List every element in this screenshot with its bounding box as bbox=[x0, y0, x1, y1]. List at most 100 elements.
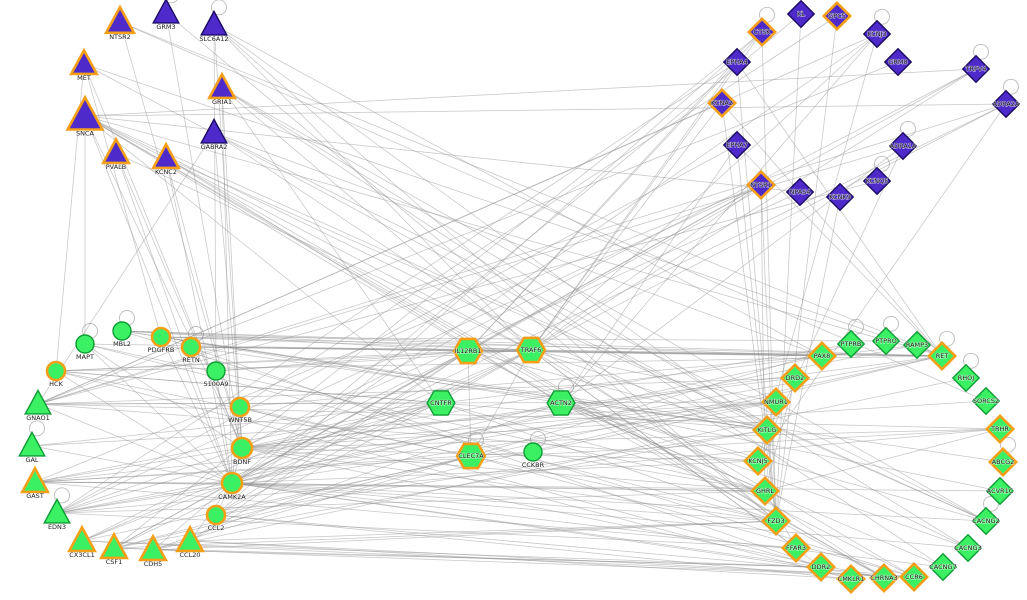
node-il12rb1[interactable]: IL12RB1 bbox=[452, 337, 484, 365]
node-gast[interactable]: GAST bbox=[20, 465, 50, 500]
diamond-node-shape[interactable] bbox=[749, 475, 781, 507]
node-ret[interactable]: RET bbox=[926, 340, 958, 372]
triangle-node-shape[interactable] bbox=[200, 9, 228, 36]
node-ptpro[interactable]: PTPRO bbox=[871, 326, 901, 356]
diamond-node-shape[interactable] bbox=[898, 561, 930, 593]
node-npas4[interactable]: NPAS4 bbox=[785, 177, 815, 207]
diamond-node-shape[interactable] bbox=[780, 532, 812, 564]
node-gpc5[interactable]: GPC5 bbox=[821, 0, 853, 32]
node-ctsk[interactable]: CTSK bbox=[746, 16, 778, 48]
diamond-node-shape[interactable] bbox=[836, 329, 866, 359]
node-mbl2[interactable]: MBL2 bbox=[112, 321, 132, 349]
node-pax8[interactable]: PAX8 bbox=[806, 340, 838, 372]
node-ghrl[interactable]: GHRL bbox=[749, 475, 781, 507]
node-pvalb[interactable]: PVALB bbox=[101, 136, 131, 171]
node-adra2a[interactable]: ADRA2A bbox=[991, 89, 1021, 119]
node-slc6a12[interactable]: SLC6A12 bbox=[199, 9, 229, 44]
diamond-node-shape[interactable] bbox=[825, 182, 855, 212]
diamond-node-shape[interactable] bbox=[902, 330, 932, 360]
node-traf6[interactable]: TRAF6 bbox=[515, 336, 547, 364]
circle-node-shape[interactable] bbox=[45, 360, 67, 382]
diamond-node-shape[interactable] bbox=[953, 533, 983, 563]
circle-node-shape[interactable] bbox=[150, 326, 172, 348]
node-kcnk9[interactable]: KCNK9 bbox=[825, 182, 855, 212]
circle-node-shape[interactable] bbox=[205, 504, 227, 526]
hexagon-node-shape[interactable] bbox=[452, 337, 484, 365]
node-gria1[interactable]: GRIA1 bbox=[207, 71, 237, 107]
node-sorcs2[interactable]: SORCS2 bbox=[971, 386, 1001, 416]
triangle-node-shape[interactable] bbox=[24, 388, 52, 415]
triangle-node-shape[interactable] bbox=[152, 0, 180, 24]
node-kcnj3[interactable]: KCNJ3 bbox=[862, 19, 892, 49]
node-epha4[interactable]: EPHA4 bbox=[722, 47, 752, 77]
node-gal[interactable]: GAL bbox=[18, 430, 46, 464]
triangle-node-shape[interactable] bbox=[69, 47, 99, 76]
node-ramp3[interactable]: RAMP3 bbox=[902, 330, 932, 360]
circle-node-shape[interactable] bbox=[75, 334, 95, 354]
node-drd2[interactable]: DRD2 bbox=[779, 362, 811, 394]
triangle-node-shape[interactable] bbox=[101, 136, 131, 165]
circle-node-shape[interactable] bbox=[230, 436, 254, 460]
node-hck[interactable]: HCK bbox=[45, 360, 67, 389]
diamond-node-shape[interactable] bbox=[706, 87, 738, 119]
triangle-node-shape[interactable] bbox=[20, 465, 50, 494]
node-gnao1[interactable]: GNAO1 bbox=[24, 388, 52, 422]
node-chrna3[interactable]: CHRNA3 bbox=[868, 562, 900, 594]
node-adra1a[interactable]: ADRA1A bbox=[888, 131, 918, 161]
triangle-node-shape[interactable] bbox=[207, 71, 237, 100]
diamond-node-shape[interactable] bbox=[760, 386, 792, 418]
circle-node-shape[interactable] bbox=[112, 321, 132, 341]
circle-node-shape[interactable] bbox=[180, 336, 202, 358]
diamond-node-shape[interactable] bbox=[779, 362, 811, 394]
diamond-node-shape[interactable] bbox=[883, 47, 913, 77]
node-rhoj[interactable]: RHOJ bbox=[951, 363, 981, 393]
node-cntfr[interactable]: CNTFR bbox=[426, 390, 456, 416]
node-trhr[interactable]: TRHR bbox=[984, 413, 1016, 445]
diamond-node-shape[interactable] bbox=[785, 177, 815, 207]
triangle-node-shape[interactable] bbox=[138, 533, 168, 562]
node-kl[interactable]: KL bbox=[786, 0, 816, 29]
node-cmklr1[interactable]: CMKLR1 bbox=[835, 563, 867, 595]
diamond-node-shape[interactable] bbox=[991, 89, 1021, 119]
diamond-node-shape[interactable] bbox=[961, 54, 991, 84]
node-clec7a[interactable]: CLEC7A bbox=[455, 442, 487, 470]
node-grm8[interactable]: GRM8 bbox=[883, 47, 913, 77]
node-ccl20[interactable]: CCL20 bbox=[175, 524, 205, 560]
diamond-node-shape[interactable] bbox=[751, 414, 783, 446]
node-fzd3[interactable]: FZD3 bbox=[760, 505, 792, 537]
hexagon-node-shape[interactable] bbox=[426, 390, 456, 416]
node-cacng2[interactable]: CACNG2 bbox=[971, 506, 1001, 536]
diamond-node-shape[interactable] bbox=[746, 16, 778, 48]
triangle-node-shape[interactable] bbox=[200, 117, 228, 144]
node-cckbr[interactable]: CCKBR bbox=[521, 442, 545, 470]
node-gabra2[interactable]: GABRA2 bbox=[200, 117, 228, 151]
diamond-node-shape[interactable] bbox=[805, 551, 837, 583]
triangle-node-shape[interactable] bbox=[18, 430, 46, 457]
node-edn3[interactable]: EDN3 bbox=[43, 497, 71, 532]
hexagon-node-shape[interactable] bbox=[546, 390, 576, 416]
node-abcg2[interactable]: ABCG2 bbox=[987, 446, 1019, 478]
diamond-node-shape[interactable] bbox=[742, 445, 774, 477]
diamond-node-shape[interactable] bbox=[926, 340, 958, 372]
circle-node-shape[interactable] bbox=[523, 442, 543, 462]
diamond-node-shape[interactable] bbox=[745, 169, 777, 201]
node-ptprb[interactable]: PTPRB bbox=[836, 329, 866, 359]
triangle-node-shape[interactable] bbox=[99, 531, 129, 560]
triangle-node-shape[interactable] bbox=[175, 524, 205, 553]
node-s100a9[interactable]: S100A9 bbox=[203, 361, 229, 389]
diamond-node-shape[interactable] bbox=[928, 552, 958, 582]
diamond-node-shape[interactable] bbox=[987, 446, 1019, 478]
triangle-node-shape[interactable] bbox=[151, 141, 181, 170]
triangle-node-shape[interactable] bbox=[67, 524, 97, 553]
circle-node-shape[interactable] bbox=[229, 396, 251, 418]
triangle-node-shape[interactable] bbox=[65, 94, 105, 131]
diamond-node-shape[interactable] bbox=[971, 506, 1001, 536]
diamond-node-shape[interactable] bbox=[786, 0, 816, 29]
node-kitlg[interactable]: KITLG bbox=[751, 414, 783, 446]
node-actn2[interactable]: ACTN2 bbox=[546, 390, 576, 416]
node-cacng3[interactable]: CACNG3 bbox=[953, 533, 983, 563]
node-ntsr2[interactable]: NTSR2 bbox=[103, 4, 137, 41]
node-kcna2[interactable]: KCNA2 bbox=[706, 87, 738, 119]
node-cx3cl1[interactable]: CX3CL1 bbox=[67, 524, 97, 560]
